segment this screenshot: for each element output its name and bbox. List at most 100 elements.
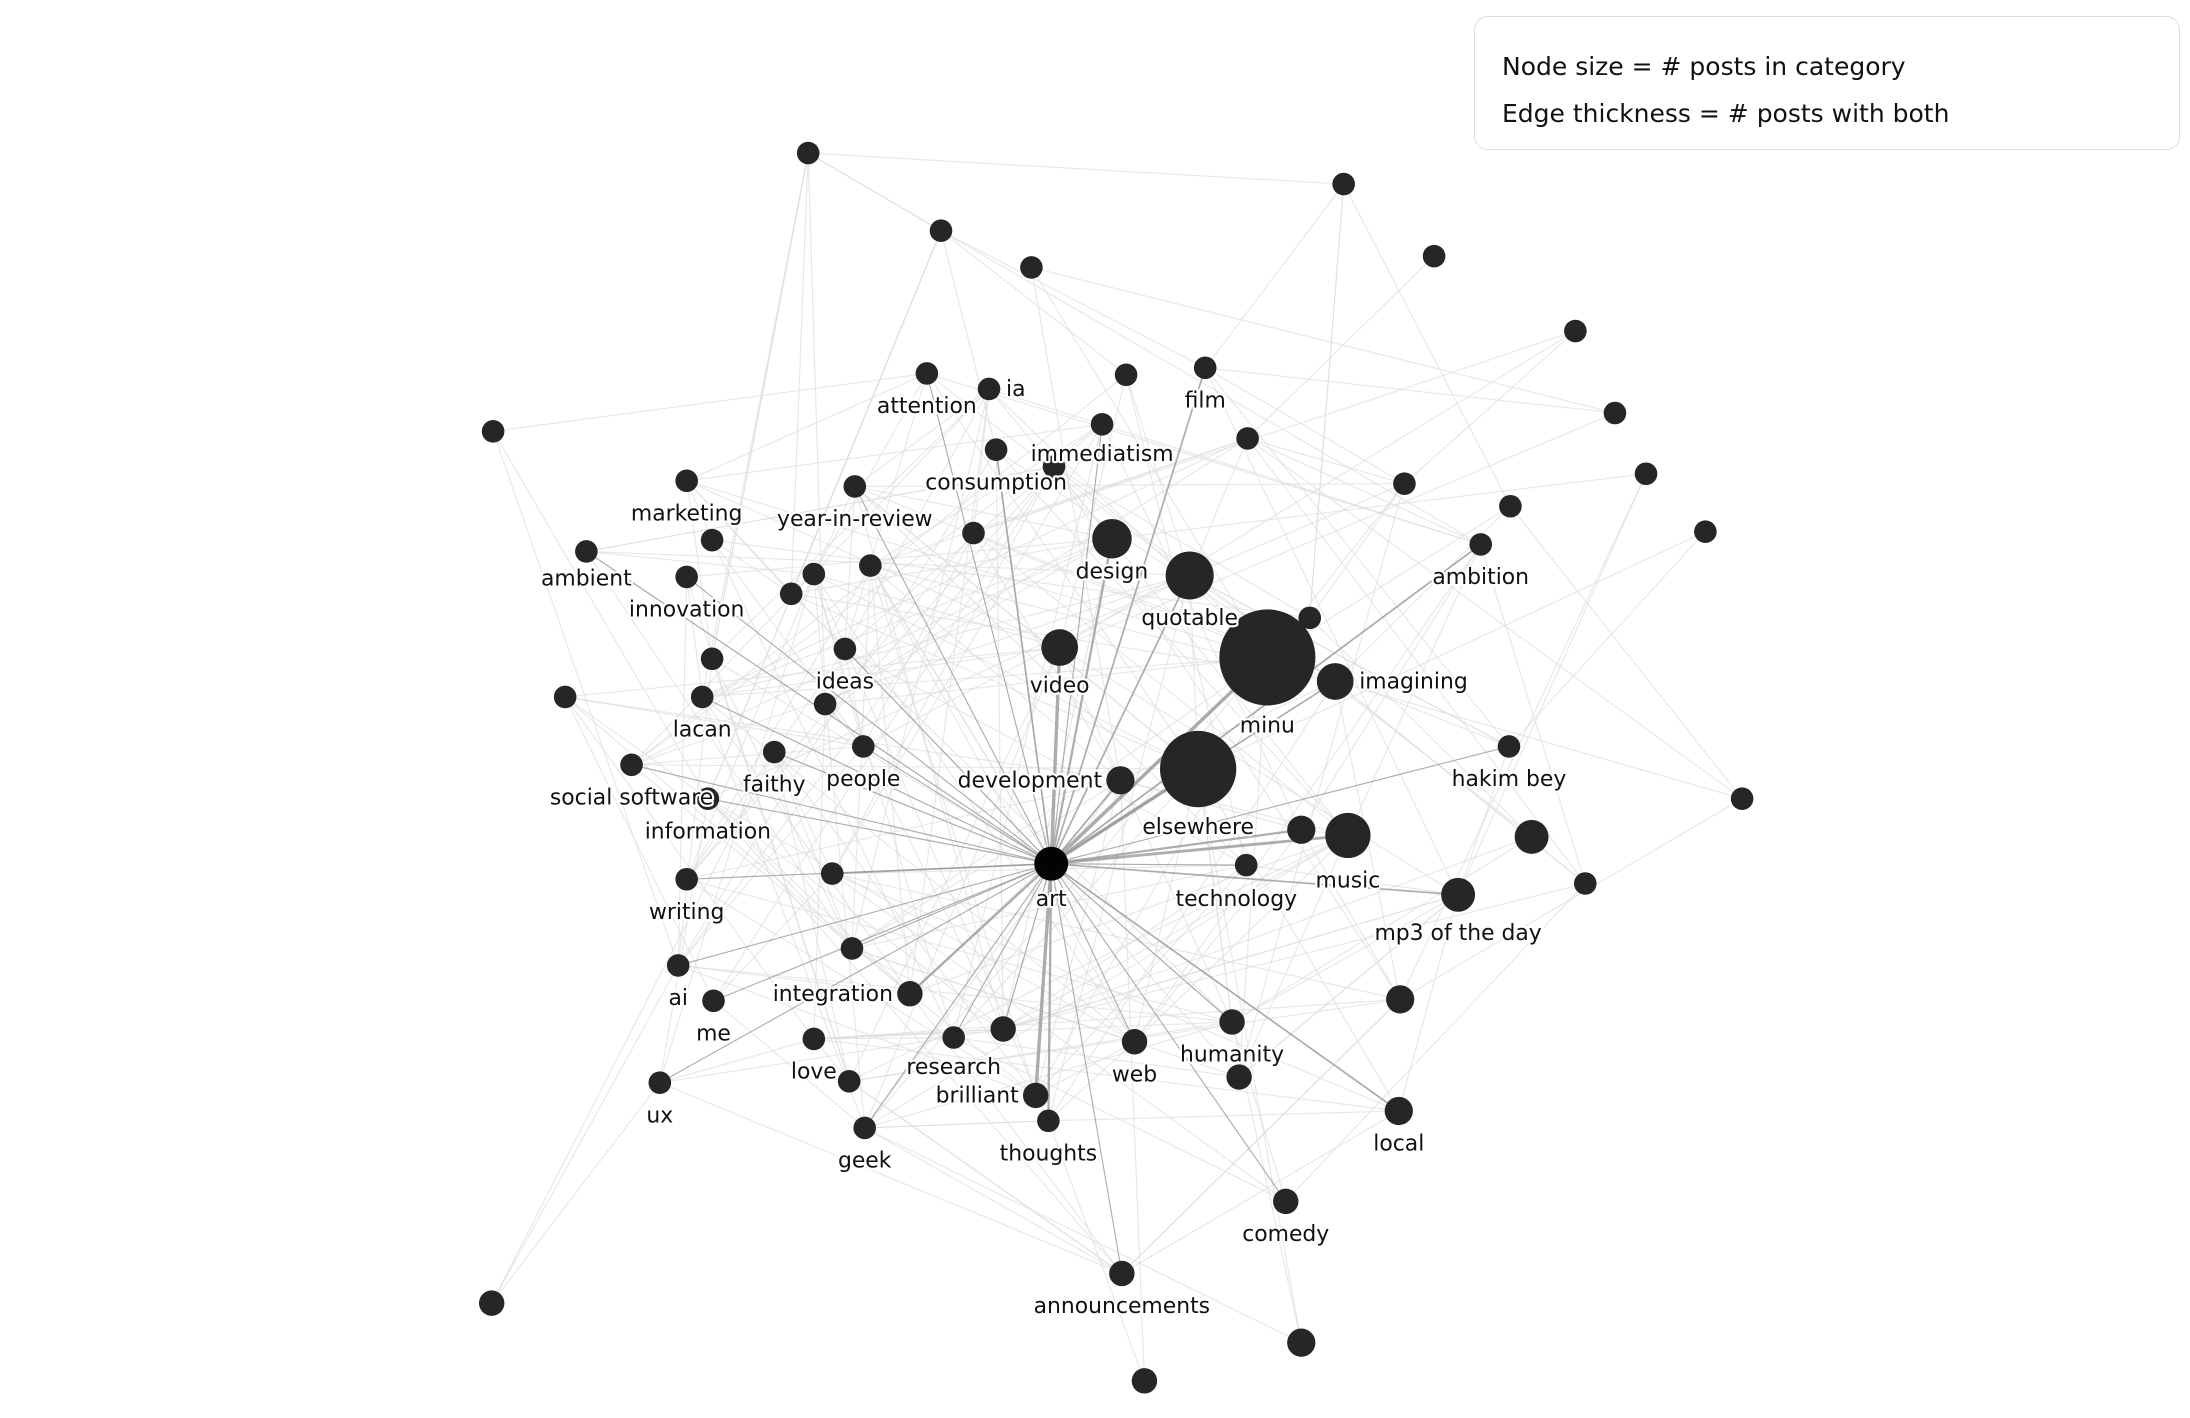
node-minu[interactable]: [1219, 609, 1316, 706]
node-humanity[interactable]: [1219, 1009, 1245, 1035]
node-mp3[interactable]: [1441, 877, 1476, 912]
node-announcements[interactable]: [1109, 1260, 1135, 1287]
edge: [631, 764, 911, 995]
node-attention[interactable]: [915, 362, 939, 385]
node[interactable]: [813, 692, 837, 716]
node-geek[interactable]: [853, 1116, 876, 1140]
node-video[interactable]: [1041, 629, 1079, 666]
node-social-software[interactable]: [620, 753, 643, 777]
node[interactable]: [1226, 1064, 1252, 1090]
node[interactable]: [779, 582, 803, 606]
edge-art: [1049, 647, 1062, 864]
node-ai[interactable]: [666, 954, 690, 977]
node-label-announcements: announcements: [1034, 1294, 1210, 1319]
node[interactable]: [700, 647, 724, 671]
node[interactable]: [990, 1016, 1016, 1042]
node[interactable]: [1287, 815, 1316, 844]
node[interactable]: [1332, 172, 1355, 196]
node-film[interactable]: [1193, 356, 1217, 380]
node-ambition[interactable]: [1469, 533, 1493, 556]
node-research[interactable]: [942, 1026, 966, 1049]
node[interactable]: [929, 219, 953, 243]
node-design[interactable]: [1092, 518, 1132, 559]
node-people[interactable]: [851, 735, 875, 758]
node-consumption[interactable]: [984, 438, 1008, 462]
node-year-in-review[interactable]: [843, 475, 867, 498]
node[interactable]: [820, 862, 844, 885]
node-writing[interactable]: [675, 867, 698, 891]
edge: [631, 423, 1103, 766]
edge: [686, 779, 1121, 880]
node[interactable]: [1730, 787, 1754, 811]
node[interactable]: [1499, 494, 1522, 518]
node-art[interactable]: [1034, 846, 1069, 881]
node[interactable]: [1603, 401, 1627, 425]
node-music[interactable]: [1325, 812, 1371, 859]
node-label-design: design: [1076, 559, 1149, 584]
node-technology[interactable]: [1234, 853, 1258, 877]
node-comedy[interactable]: [1273, 1188, 1299, 1215]
node-ambient[interactable]: [575, 540, 598, 563]
edge-art: [1050, 367, 1207, 864]
node[interactable]: [1287, 1328, 1316, 1357]
edge: [677, 746, 864, 966]
node[interactable]: [481, 420, 505, 443]
node[interactable]: [1298, 606, 1322, 630]
node[interactable]: [478, 1290, 505, 1316]
edge-art: [1033, 863, 1053, 1096]
node[interactable]: [840, 937, 864, 960]
node-local[interactable]: [1384, 1096, 1413, 1126]
node[interactable]: [1042, 455, 1066, 478]
node[interactable]: [1393, 472, 1416, 495]
node-ia[interactable]: [977, 377, 1001, 401]
node[interactable]: [1114, 363, 1138, 387]
node[interactable]: [1131, 1368, 1158, 1394]
edge: [1059, 412, 1616, 649]
node-love[interactable]: [802, 1027, 826, 1051]
node-elsewhere[interactable]: [1159, 730, 1237, 808]
edge-art: [926, 373, 1052, 864]
node[interactable]: [553, 685, 577, 709]
node[interactable]: [1634, 462, 1658, 486]
node-brilliant[interactable]: [1022, 1082, 1049, 1109]
node-ideas[interactable]: [833, 637, 857, 661]
node-integration[interactable]: [897, 980, 923, 1007]
node[interactable]: [1573, 872, 1597, 895]
node-thoughts[interactable]: [1037, 1109, 1060, 1133]
node[interactable]: [837, 1069, 861, 1093]
node[interactable]: [1236, 427, 1259, 450]
edge-art: [1050, 863, 1123, 1274]
node-innovation[interactable]: [675, 565, 698, 589]
node-information[interactable]: [696, 787, 720, 811]
node-faithy[interactable]: [762, 740, 786, 764]
node[interactable]: [700, 528, 724, 552]
node-ux[interactable]: [648, 1071, 672, 1095]
node-label-imagining: imagining: [1359, 670, 1468, 695]
node[interactable]: [1514, 819, 1549, 854]
edge: [1134, 829, 1302, 1043]
node-marketing[interactable]: [675, 469, 698, 493]
node[interactable]: [1020, 256, 1043, 279]
node-web[interactable]: [1121, 1029, 1148, 1055]
edge-art: [1051, 745, 1510, 865]
node-lacan[interactable]: [690, 685, 714, 709]
node[interactable]: [802, 562, 826, 586]
node[interactable]: [1422, 244, 1446, 268]
node-development[interactable]: [1106, 766, 1135, 795]
node[interactable]: [962, 521, 985, 545]
node[interactable]: [796, 141, 820, 165]
edge: [1035, 1041, 1135, 1096]
node-imagining[interactable]: [1316, 663, 1354, 700]
node-hakim-bey[interactable]: [1497, 735, 1521, 758]
node-quotable[interactable]: [1165, 551, 1214, 600]
node-immediatism[interactable]: [1090, 412, 1114, 436]
node[interactable]: [1386, 985, 1415, 1014]
node[interactable]: [859, 554, 882, 577]
node-label-ideas: ideas: [816, 670, 874, 695]
edge-art: [832, 862, 1052, 875]
node[interactable]: [1564, 319, 1587, 343]
node-me[interactable]: [702, 989, 725, 1013]
node[interactable]: [1694, 520, 1717, 543]
edge: [1398, 894, 1459, 1112]
edge: [1031, 266, 1616, 414]
